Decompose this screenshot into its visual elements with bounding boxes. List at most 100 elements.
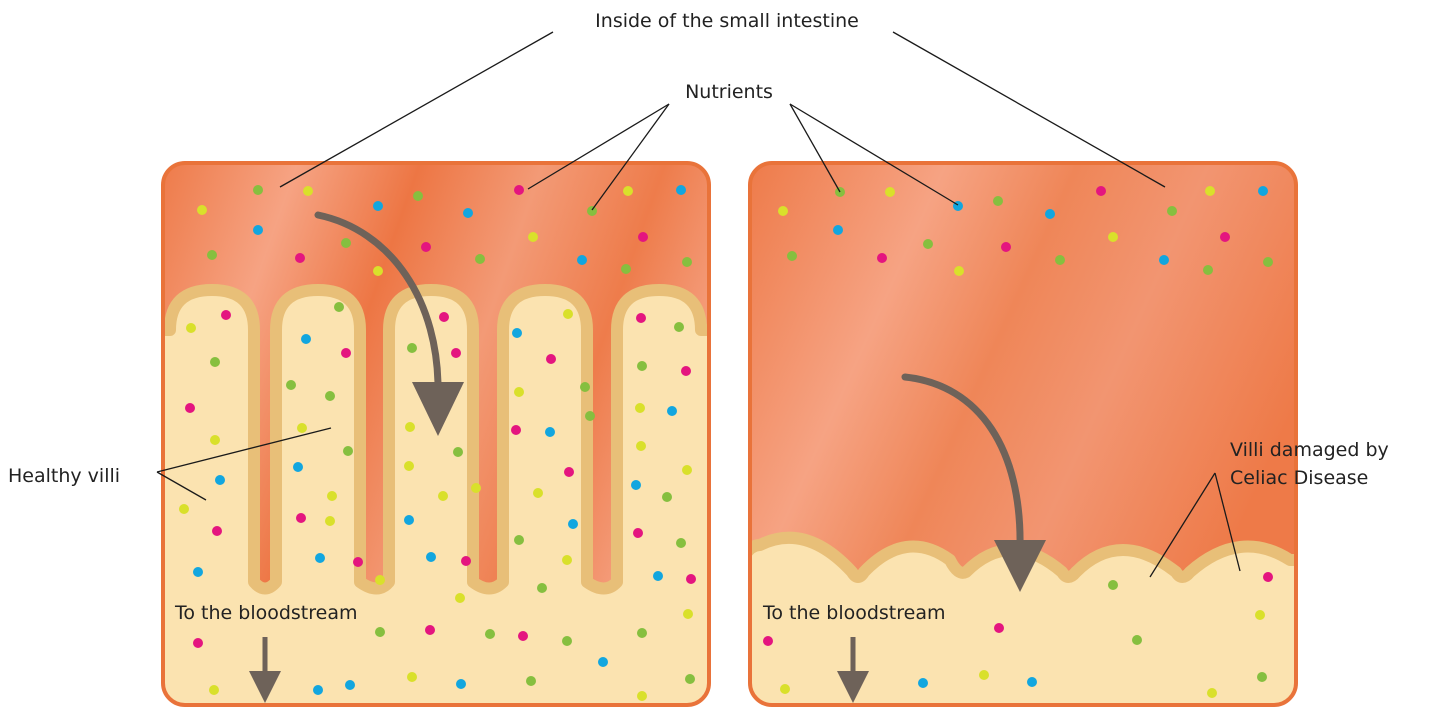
nutrient-dot-icon <box>637 628 647 638</box>
nutrient-dot-icon <box>1055 255 1065 265</box>
nutrient-dot-icon <box>564 467 574 477</box>
nutrient-dot-icon <box>636 441 646 451</box>
nutrient-dot-icon <box>993 196 1003 206</box>
nutrient-dot-icon <box>682 465 692 475</box>
nutrient-dot-icon <box>1263 572 1273 582</box>
nutrient-dot-icon <box>375 575 385 585</box>
nutrient-dot-icon <box>1108 580 1118 590</box>
nutrient-dot-icon <box>514 387 524 397</box>
nutrient-dot-icon <box>475 254 485 264</box>
nutrient-dot-icon <box>212 526 222 536</box>
nutrient-dot-icon <box>682 257 692 267</box>
nutrient-dot-icon <box>598 657 608 667</box>
bloodstream-label-right: To the bloodstream <box>762 602 946 624</box>
nutrient-dot-icon <box>456 679 466 689</box>
nutrient-dot-icon <box>1255 610 1265 620</box>
nutrient-dot-icon <box>453 447 463 457</box>
nutrient-dot-icon <box>325 391 335 401</box>
nutrient-dot-icon <box>676 538 686 548</box>
nutrient-dot-icon <box>451 348 461 358</box>
nutrient-dot-icon <box>455 593 465 603</box>
nutrient-dot-icon <box>327 491 337 501</box>
nutrient-dot-icon <box>979 670 989 680</box>
nutrient-dot-icon <box>833 225 843 235</box>
nutrient-dot-icon <box>528 232 538 242</box>
nutrient-dot-icon <box>425 625 435 635</box>
nutrient-dot-icon <box>637 691 647 701</box>
nutrient-dot-icon <box>295 253 305 263</box>
nutrient-dot-icon <box>345 680 355 690</box>
nutrient-dot-icon <box>297 423 307 433</box>
nutrient-dot-icon <box>353 557 363 567</box>
nutrient-dot-icon <box>1001 242 1011 252</box>
nutrient-dot-icon <box>301 334 311 344</box>
nutrient-dot-icon <box>580 382 590 392</box>
nutrient-dot-icon <box>471 483 481 493</box>
nutrient-dot-icon <box>526 676 536 686</box>
nutrient-dot-icon <box>511 425 521 435</box>
nutrient-dot-icon <box>215 475 225 485</box>
nutrient-dot-icon <box>512 328 522 338</box>
nutrient-dot-icon <box>545 427 555 437</box>
nutrient-dot-icon <box>421 242 431 252</box>
nutrient-dot-icon <box>636 313 646 323</box>
nutrient-dot-icon <box>1205 186 1215 196</box>
nutrient-dot-icon <box>674 322 684 332</box>
nutrient-dot-icon <box>210 435 220 445</box>
nutrient-dot-icon <box>1207 688 1217 698</box>
nutrient-dot-icon <box>885 187 895 197</box>
nutrient-dot-icon <box>407 343 417 353</box>
nutrient-dot-icon <box>667 406 677 416</box>
nutrient-dot-icon <box>253 225 263 235</box>
nutrient-dot-icon <box>994 623 1004 633</box>
nutrient-dot-icon <box>426 552 436 562</box>
nutrient-dot-icon <box>763 636 773 646</box>
nutrient-dot-icon <box>286 380 296 390</box>
nutrient-dot-icon <box>514 185 524 195</box>
nutrient-dot-icon <box>438 491 448 501</box>
nutrient-dot-icon <box>373 201 383 211</box>
nutrient-dot-icon <box>638 232 648 242</box>
nutrient-dot-icon <box>563 309 573 319</box>
nutrient-dot-icon <box>185 403 195 413</box>
nutrient-dot-icon <box>334 302 344 312</box>
nutrient-dot-icon <box>209 685 219 695</box>
nutrient-dot-icon <box>1257 672 1267 682</box>
nutrient-dot-icon <box>954 266 964 276</box>
nutrient-dot-icon <box>533 488 543 498</box>
nutrient-dot-icon <box>343 446 353 456</box>
nutrient-dot-icon <box>404 461 414 471</box>
nutrient-dot-icon <box>207 250 217 260</box>
nutrient-dot-icon <box>518 631 528 641</box>
nutrient-dot-icon <box>686 574 696 584</box>
nutrient-dot-icon <box>1027 677 1037 687</box>
nutrient-dot-icon <box>341 238 351 248</box>
nutrient-dot-icon <box>210 357 220 367</box>
title-label: Inside of the small intestine <box>595 10 859 32</box>
nutrient-dot-icon <box>404 515 414 525</box>
nutrient-dot-icon <box>587 206 597 216</box>
nutrient-dot-icon <box>303 186 313 196</box>
nutrient-dot-icon <box>1258 186 1268 196</box>
nutrient-dot-icon <box>662 492 672 502</box>
nutrient-dot-icon <box>253 185 263 195</box>
nutrient-dot-icon <box>568 519 578 529</box>
nutrient-dot-icon <box>676 185 686 195</box>
nutrient-dot-icon <box>683 609 693 619</box>
nutrient-dot-icon <box>485 629 495 639</box>
healthy-intestine-panel <box>150 163 725 710</box>
nutrient-dot-icon <box>923 239 933 249</box>
nutrient-dot-icon <box>341 348 351 358</box>
damaged-intestine-panel <box>740 163 1310 710</box>
nutrient-dot-icon <box>1045 209 1055 219</box>
nutrients-label: Nutrients <box>685 81 773 103</box>
nutrient-dot-icon <box>537 583 547 593</box>
nutrient-dot-icon <box>296 513 306 523</box>
nutrient-dot-icon <box>221 310 231 320</box>
nutrient-dot-icon <box>313 685 323 695</box>
nutrient-dot-icon <box>877 253 887 263</box>
nutrient-dot-icon <box>780 684 790 694</box>
nutrient-dot-icon <box>778 206 788 216</box>
nutrient-dot-icon <box>375 627 385 637</box>
